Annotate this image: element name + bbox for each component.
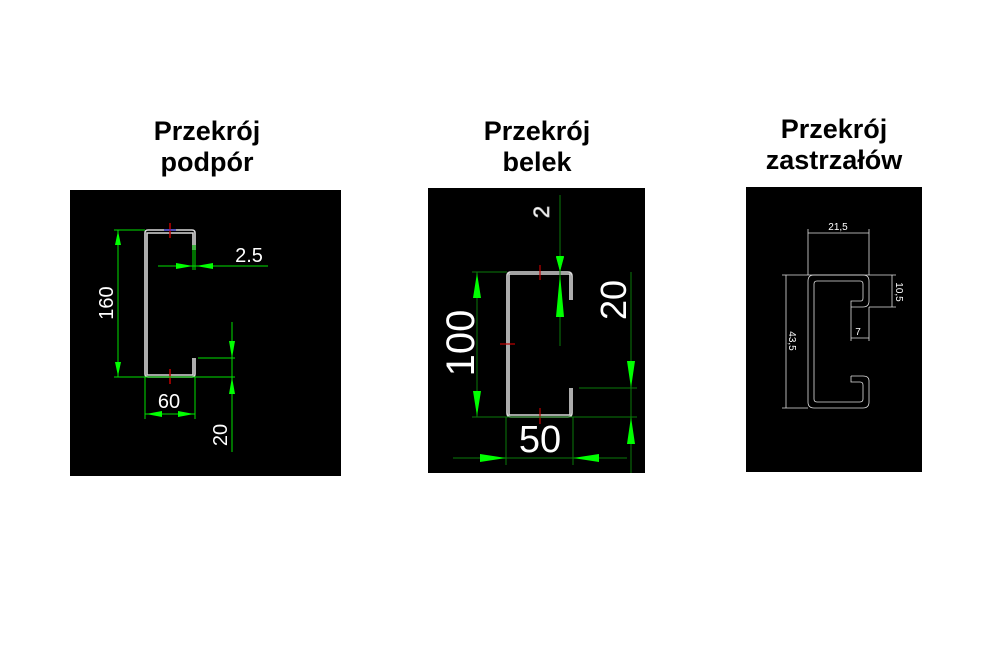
dim-thickness-label: 2 [529, 206, 554, 218]
title-line: zastrzałów [765, 145, 903, 175]
dim-thickness-label: 2.5 [235, 245, 263, 267]
dim-width-label: 50 [519, 419, 561, 461]
title-line: Przekrój [153, 116, 261, 146]
dim-width-label: 60 [158, 391, 180, 413]
title-supports: Przekrój podpór [107, 116, 307, 178]
dim-opening-label: 7 [855, 327, 861, 338]
title-line: Przekrój [780, 114, 888, 144]
braces-section-drawing: 21,5 43,5 10,5 7 [746, 187, 922, 472]
dim-height-label: 100 [439, 310, 483, 377]
title-line: podpór [160, 147, 254, 177]
dim-lip-label: 20 [593, 280, 634, 320]
c-profile [807, 274, 870, 409]
title-beams: Przekrój belek [437, 116, 637, 178]
supports-section-drawing: 160 2.5 60 20 [70, 190, 341, 476]
dim-width-label: 21,5 [828, 222, 848, 233]
dim-height-label: 43,5 [786, 331, 797, 351]
cad-background [70, 190, 341, 476]
cad-background [428, 188, 645, 473]
title-line: belek [502, 147, 572, 177]
dim-lip-label: 10,5 [893, 282, 904, 302]
dim-lip-label: 20 [210, 424, 232, 446]
title-braces: Przekrój zastrzałów [734, 114, 934, 176]
title-line: Przekrój [483, 116, 591, 146]
dim-height-label: 160 [96, 286, 118, 319]
beams-section-drawing: 100 2 50 20 [428, 188, 645, 473]
cad-background [746, 187, 922, 472]
